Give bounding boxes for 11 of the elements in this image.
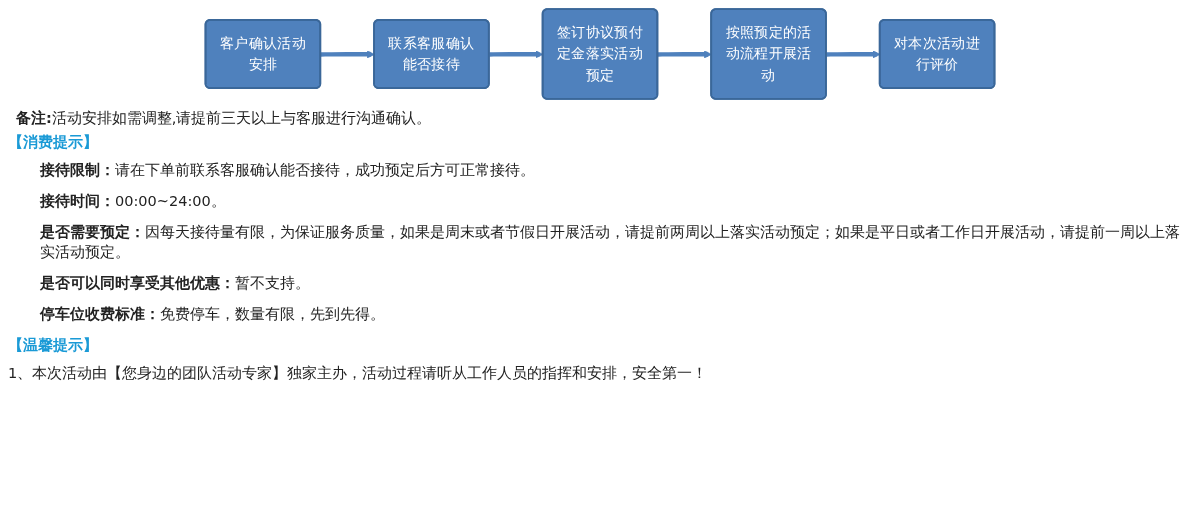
arrow [657, 50, 712, 59]
note-text: 接待时间：00:00~24:00。 [39, 192, 227, 211]
note-text: 停车位收费标准：免费停车，数量有限，先到先得。 [38, 305, 386, 324]
arrow [320, 50, 375, 59]
note-text: 备注:活动安排如需调整,请提前三天以上与客服进行沟通确认。 [15, 109, 433, 128]
note-text: 是否可以同时享受其他优惠：暂不支持。 [39, 274, 311, 293]
note-text: 1、本次活动由【您身边的团队活动专家】独家主办，活动过程请听从工作人员的指挥和安排，安全第一！ [8, 364, 709, 383]
note-text: 接待限制：请在下单前联系客服确认能否接待，成功预定后方可正常接待。 [39, 161, 536, 180]
section-heading: 【温馨提示】 [8, 336, 99, 355]
note-text: 是否需要预定：因每天接待量有限，为保证服务质量，如果是周末或者节假日开展活动，请提前两周以上落实活动预定；如果是平日或者工作日开展活动，请提前一周以上落实活动预定。 [39, 223, 1181, 262]
section-heading: 【消费提示】 [8, 133, 99, 152]
